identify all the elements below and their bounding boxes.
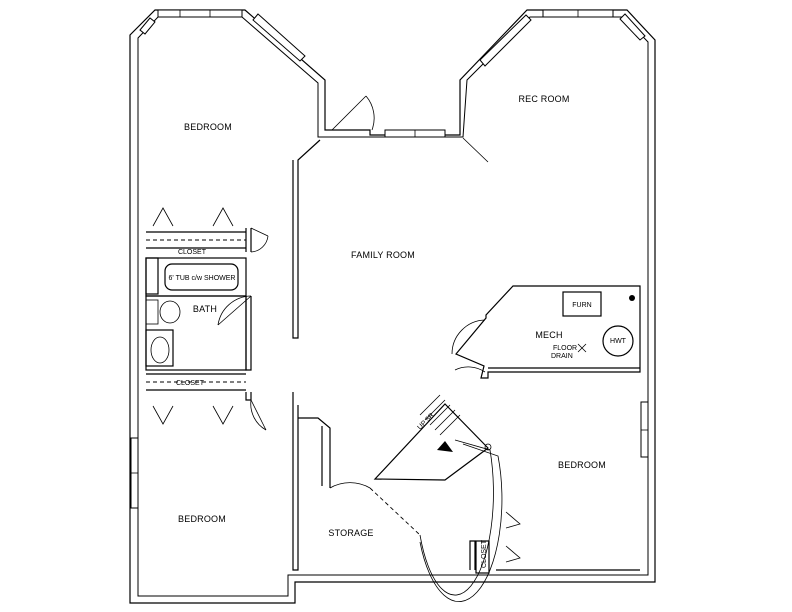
- stair: [369, 394, 503, 603]
- label-closet-upper: CLOSET: [178, 249, 207, 256]
- fixtures: [145, 257, 635, 574]
- fixture-labels: CLOSET CLOSET CLOSET 6' TUB c/w SHOWER F…: [169, 249, 627, 568]
- label-tub: 6' TUB c/w SHOWER: [169, 275, 236, 282]
- label-rec-room: REC ROOM: [518, 94, 569, 104]
- label-floor: FLOOR: [553, 345, 577, 352]
- label-storage: STORAGE: [328, 528, 373, 538]
- label-hwt: HWT: [610, 338, 627, 345]
- label-bedroom-sw: BEDROOM: [178, 514, 226, 524]
- label-furnace: FURN: [572, 302, 591, 309]
- label-closet-lower: CLOSET: [176, 380, 205, 387]
- label-mech: MECH: [535, 330, 562, 340]
- doors: [152, 95, 521, 563]
- interior-walls: [145, 139, 641, 571]
- label-family-room: FAMILY ROOM: [351, 250, 415, 260]
- room-labels: BEDROOM REC ROOM FAMILY ROOM BATH MECH B…: [178, 94, 606, 538]
- label-bedroom-nw: BEDROOM: [184, 122, 232, 132]
- label-closet-vertical: CLOSET: [481, 539, 488, 568]
- label-drain: DRAIN: [551, 353, 573, 360]
- label-bedroom-se: BEDROOM: [558, 460, 606, 470]
- windows: [130, 9, 649, 509]
- label-bath: BATH: [193, 304, 217, 314]
